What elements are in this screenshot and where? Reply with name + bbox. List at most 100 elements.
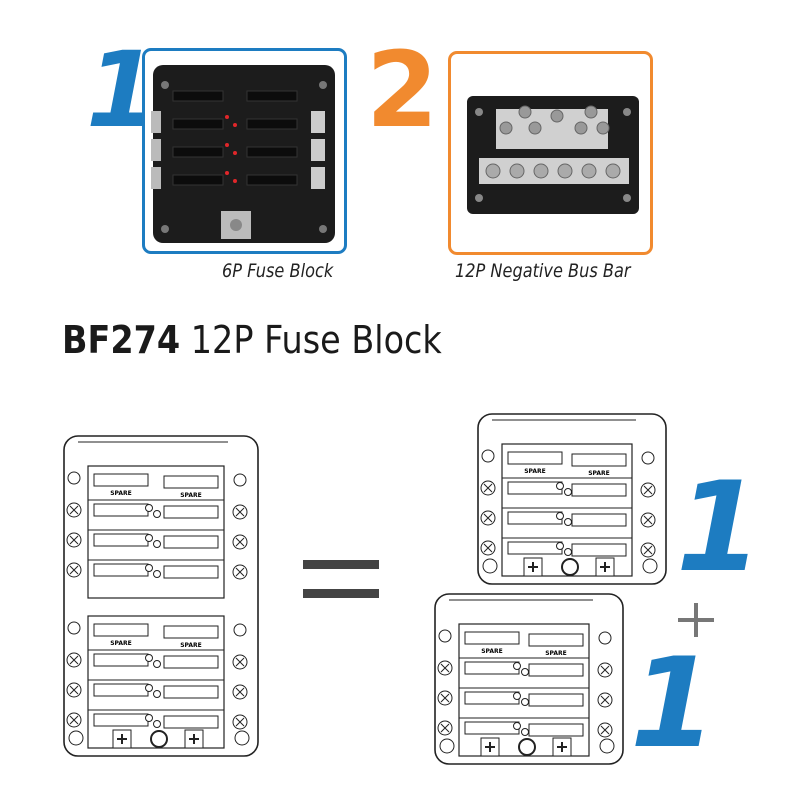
screw-cross xyxy=(235,537,245,547)
fuse-slot xyxy=(464,661,520,675)
mount-hole xyxy=(481,449,495,463)
number-1-bottom-label: 1 xyxy=(630,632,717,776)
plus-symbol xyxy=(189,734,199,744)
fuse-block-body xyxy=(153,65,335,243)
mount-hole xyxy=(438,629,452,643)
terminal-stud xyxy=(230,219,242,231)
screw-cross xyxy=(235,717,245,727)
screw-cross xyxy=(69,685,79,695)
spare-fuse-slot xyxy=(528,633,584,647)
screw-cross xyxy=(643,515,653,525)
spare-fuse-slot xyxy=(507,451,563,465)
screw-cross xyxy=(69,655,79,665)
bus-screw xyxy=(499,121,513,135)
screw-cross xyxy=(483,483,493,493)
spare-fuse-slot xyxy=(163,625,219,639)
plus-symbol xyxy=(600,562,610,572)
mount-hole xyxy=(233,473,247,487)
terminal-screw xyxy=(151,139,161,161)
terminal-screw xyxy=(151,167,161,189)
common-stud xyxy=(150,730,168,748)
fuse-block-6p-frame xyxy=(142,48,347,254)
bus-screw xyxy=(509,163,525,179)
bus-screw xyxy=(605,163,621,179)
spare-label: SPARE xyxy=(588,470,610,477)
screw-cross xyxy=(600,665,610,675)
product-name: 12P Fuse Block xyxy=(190,318,442,362)
fuse-slot xyxy=(464,691,520,705)
fuse-slot xyxy=(464,721,520,735)
fuse-slot xyxy=(163,685,219,699)
screw-cross xyxy=(643,545,653,555)
bus-screw xyxy=(528,121,542,135)
mount-hole xyxy=(68,730,84,746)
spare-label: SPARE xyxy=(524,468,546,475)
common-stud xyxy=(518,738,536,756)
fuse-slot xyxy=(172,118,224,130)
led-indicator xyxy=(521,728,529,736)
mount-hole xyxy=(67,471,81,485)
fuse-slot xyxy=(507,481,563,495)
mount-hole xyxy=(161,81,169,89)
mount-hole xyxy=(482,558,498,574)
fuse-slot xyxy=(93,533,149,547)
spare-fuse-slot xyxy=(163,475,219,489)
fuse-slot xyxy=(93,683,149,697)
fuse-slot xyxy=(93,503,149,517)
led-indicator xyxy=(233,151,237,155)
led-indicator xyxy=(564,548,572,556)
led-indicator xyxy=(225,171,229,175)
fuse-block-6p-photo xyxy=(151,65,335,243)
mount-hole xyxy=(439,738,455,754)
fuse-slot xyxy=(163,505,219,519)
bus-bar-caption: 12P Negative Bus Bar xyxy=(455,260,631,282)
fuse-slot xyxy=(172,90,224,102)
bus-screw xyxy=(533,163,549,179)
mount-hole xyxy=(161,225,169,233)
mount-hole xyxy=(598,631,612,645)
led-indicator xyxy=(145,684,153,692)
screw-cross xyxy=(440,663,450,673)
screw-cross xyxy=(643,485,653,495)
led-indicator xyxy=(153,540,161,548)
led-indicator xyxy=(521,668,529,676)
fuse-slot xyxy=(93,653,149,667)
screw-cross xyxy=(600,695,610,705)
mount-hole xyxy=(67,621,81,635)
fuse-slot xyxy=(571,543,627,557)
terminal-screw xyxy=(311,139,325,161)
led-indicator xyxy=(513,662,521,670)
screw-cross xyxy=(69,715,79,725)
led-indicator xyxy=(513,692,521,700)
spare-label: SPARE xyxy=(180,492,202,499)
fuse-slot xyxy=(246,146,298,158)
screw-cross xyxy=(69,565,79,575)
bus-bar-photo xyxy=(467,96,639,214)
fuse-slot xyxy=(246,90,298,102)
mount-hole xyxy=(641,451,655,465)
fuse-slot xyxy=(163,715,219,729)
plus-symbol xyxy=(528,562,538,572)
led-indicator xyxy=(145,564,153,572)
led-indicator xyxy=(556,542,564,550)
fuse-slot xyxy=(528,693,584,707)
number-2-label: 2 xyxy=(366,29,439,151)
led-indicator xyxy=(225,143,229,147)
spare-fuse-slot xyxy=(571,453,627,467)
fuse-slot xyxy=(172,146,224,158)
fuse-slot xyxy=(172,174,224,186)
led-indicator xyxy=(225,115,229,119)
mount-hole xyxy=(234,730,250,746)
led-indicator xyxy=(145,534,153,542)
screw-cross xyxy=(235,657,245,667)
screw-cross xyxy=(440,723,450,733)
mount-hole xyxy=(599,738,615,754)
led-indicator xyxy=(564,518,572,526)
screw-cross xyxy=(69,505,79,515)
bus-screw xyxy=(557,163,573,179)
screw-cross xyxy=(483,543,493,553)
bus-screw xyxy=(584,105,598,119)
fuse-slot xyxy=(163,655,219,669)
terminal-screw xyxy=(311,167,325,189)
